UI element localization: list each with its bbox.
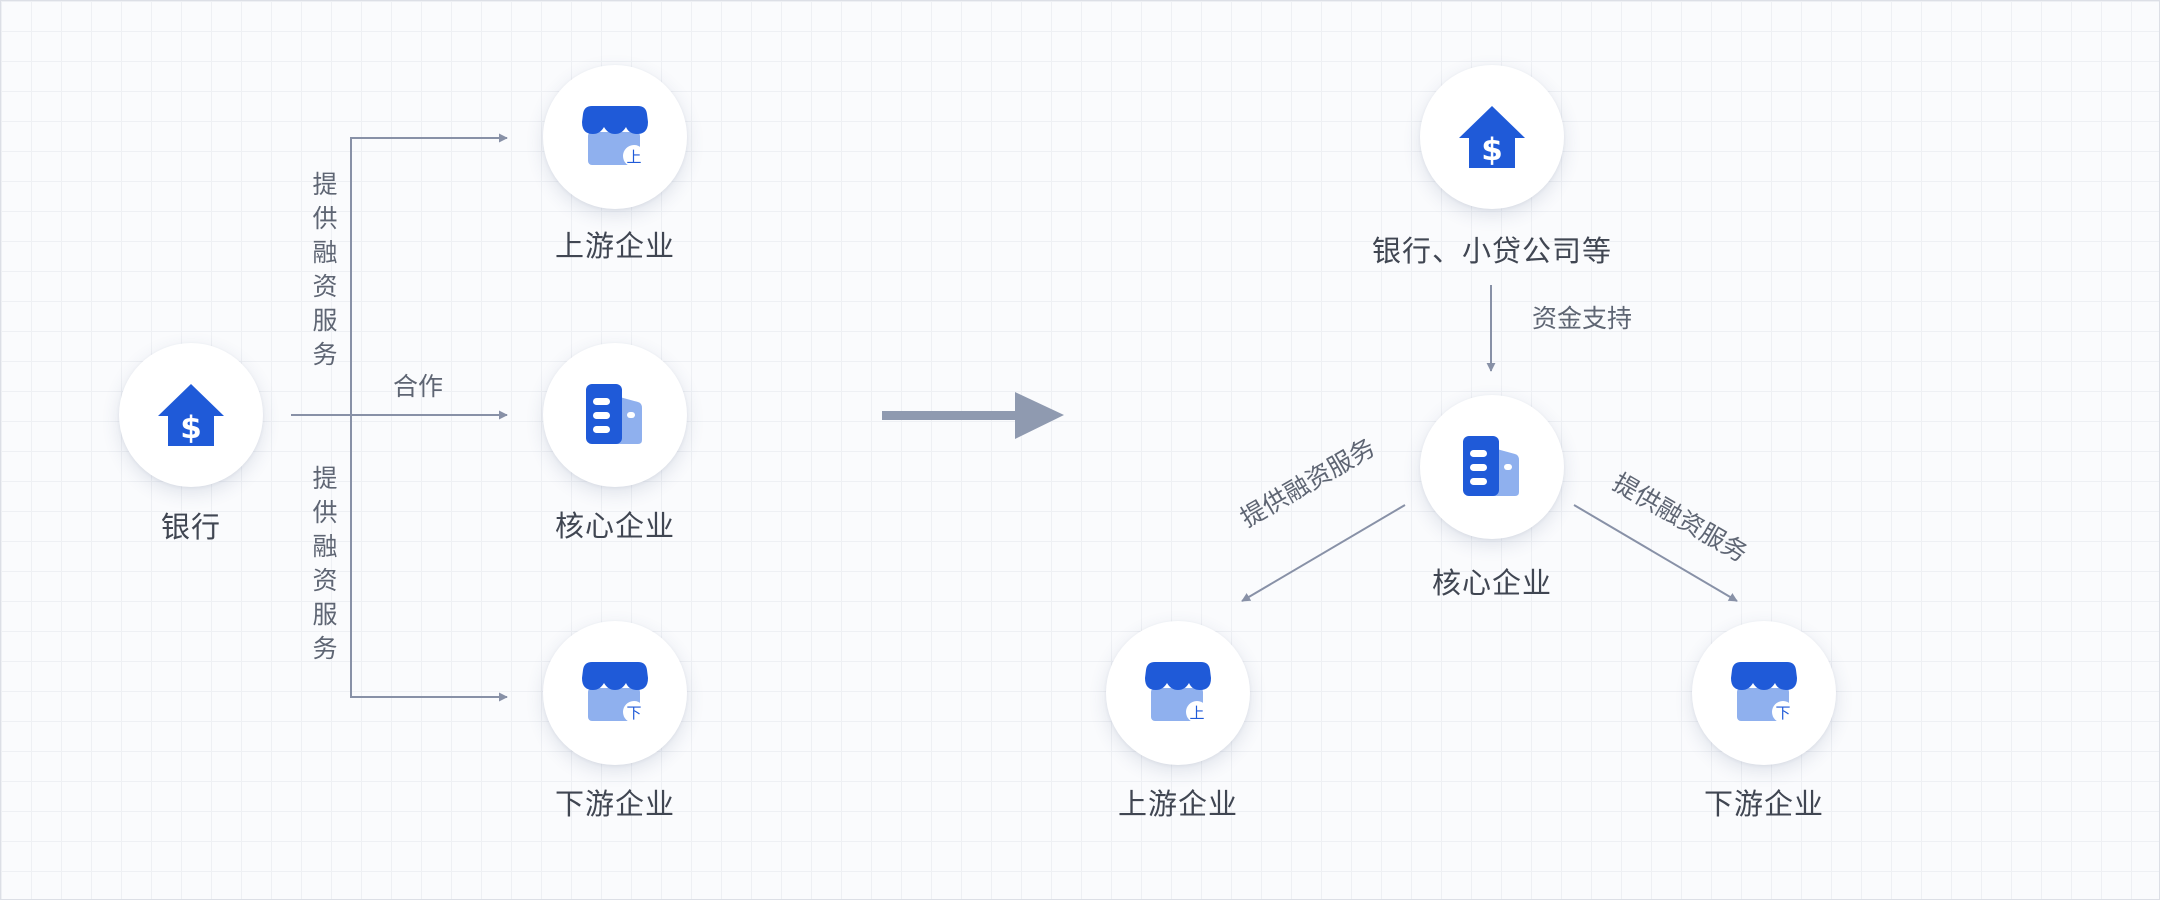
store-badge: 下	[1775, 704, 1790, 722]
upstream-label: 上游企业	[1117, 787, 1238, 821]
downstream-node: 下	[543, 621, 687, 765]
edge-core-to-downstream	[1573, 504, 1738, 602]
building-icon	[586, 384, 642, 444]
svg-text:$: $	[1481, 132, 1503, 168]
store-badge: 上	[626, 148, 641, 166]
downstream-label: 下游企业	[1703, 787, 1824, 821]
bank-house-dollar-icon: $	[158, 384, 224, 446]
bank-node: $	[119, 343, 263, 487]
edge-core-to-upstream	[1241, 504, 1406, 602]
building-icon	[1463, 436, 1519, 496]
edge-label-bottom: 提供融资服务	[309, 465, 338, 669]
store-badge: 上	[1189, 704, 1204, 722]
transition-arrow	[882, 392, 1064, 439]
lender-label: 银行、小贷公司等	[1371, 234, 1612, 268]
edge-label-mid: 合作	[393, 372, 444, 401]
bank-label: 银行	[160, 510, 221, 544]
store-icon: 上	[1145, 662, 1211, 723]
core-node	[543, 343, 687, 487]
bank-house-dollar-icon: $	[1459, 106, 1525, 168]
core-node	[1420, 395, 1564, 539]
svg-text:$: $	[180, 410, 202, 446]
store-badge: 下	[626, 704, 641, 722]
store-icon: 下	[582, 662, 648, 723]
upstream-node: 上	[1106, 621, 1250, 765]
lender-node: $	[1420, 65, 1564, 209]
edge-label-support: 资金支持	[1532, 304, 1633, 333]
upstream-label: 上游企业	[554, 229, 675, 263]
edge-bank-to-upstream	[350, 133, 508, 415]
downstream-label: 下游企业	[554, 787, 675, 821]
upstream-node: 上	[543, 65, 687, 209]
core-label: 核心企业	[554, 509, 675, 543]
store-icon: 上	[582, 106, 648, 167]
store-icon: 下	[1731, 662, 1797, 723]
core-label: 核心企业	[1431, 566, 1552, 600]
downstream-node: 下	[1692, 621, 1836, 765]
edge-bank-to-downstream	[350, 415, 508, 702]
edge-label-top: 提供融资服务	[309, 171, 338, 375]
